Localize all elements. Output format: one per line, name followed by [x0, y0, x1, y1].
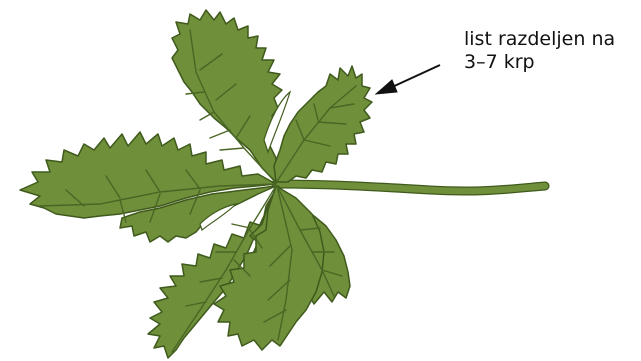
leaf-lobe-left	[19, 131, 277, 219]
annotation-label: list razdeljen na 3–7 krp	[464, 28, 641, 74]
arrow-icon	[374, 64, 441, 95]
leaf-lobe-upper	[171, 9, 283, 183]
annotation-line-1: list razdeljen na	[464, 28, 616, 50]
leaf-lobe-upper-right	[273, 65, 373, 183]
leaf-sinuses	[199, 90, 292, 232]
leaf-blade	[19, 9, 373, 359]
annotation-line-2: 3–7 krp	[464, 51, 535, 73]
leaf-lobe-lower-middle	[213, 185, 325, 351]
leaf-stem	[271, 179, 550, 196]
leaf-veins	[39, 29, 357, 353]
